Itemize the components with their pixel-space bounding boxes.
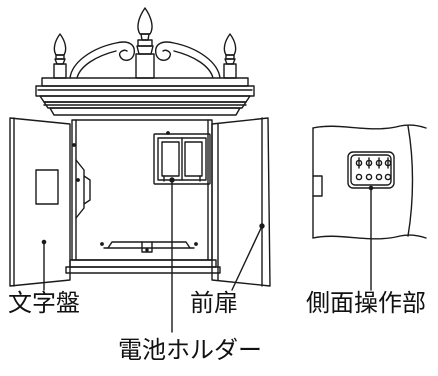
left-door [9,117,76,287]
side-control-plate [347,151,395,189]
center-finial-icon [135,7,155,79]
left-finial-icon [53,33,67,79]
label-front-door: 前扉 [190,289,238,317]
battery-icon [161,141,203,182]
right-door [211,117,271,291]
front-door-leader-line [231,225,263,291]
left-scroll [69,41,135,79]
knob-icon [355,157,392,169]
label-dial: 文字盤 [8,289,80,317]
side-panel-detail [312,124,427,291]
battery-holder [153,133,211,333]
right-finial-icon [223,33,237,79]
cabinet-body [65,119,221,274]
dial-window [35,169,59,205]
right-scroll [155,41,221,79]
label-battery-holder: 電池ホルダー [118,336,262,364]
label-side-panel: 側面操作部 [306,289,426,317]
button-row [355,173,392,181]
crown-pediment [35,7,255,116]
